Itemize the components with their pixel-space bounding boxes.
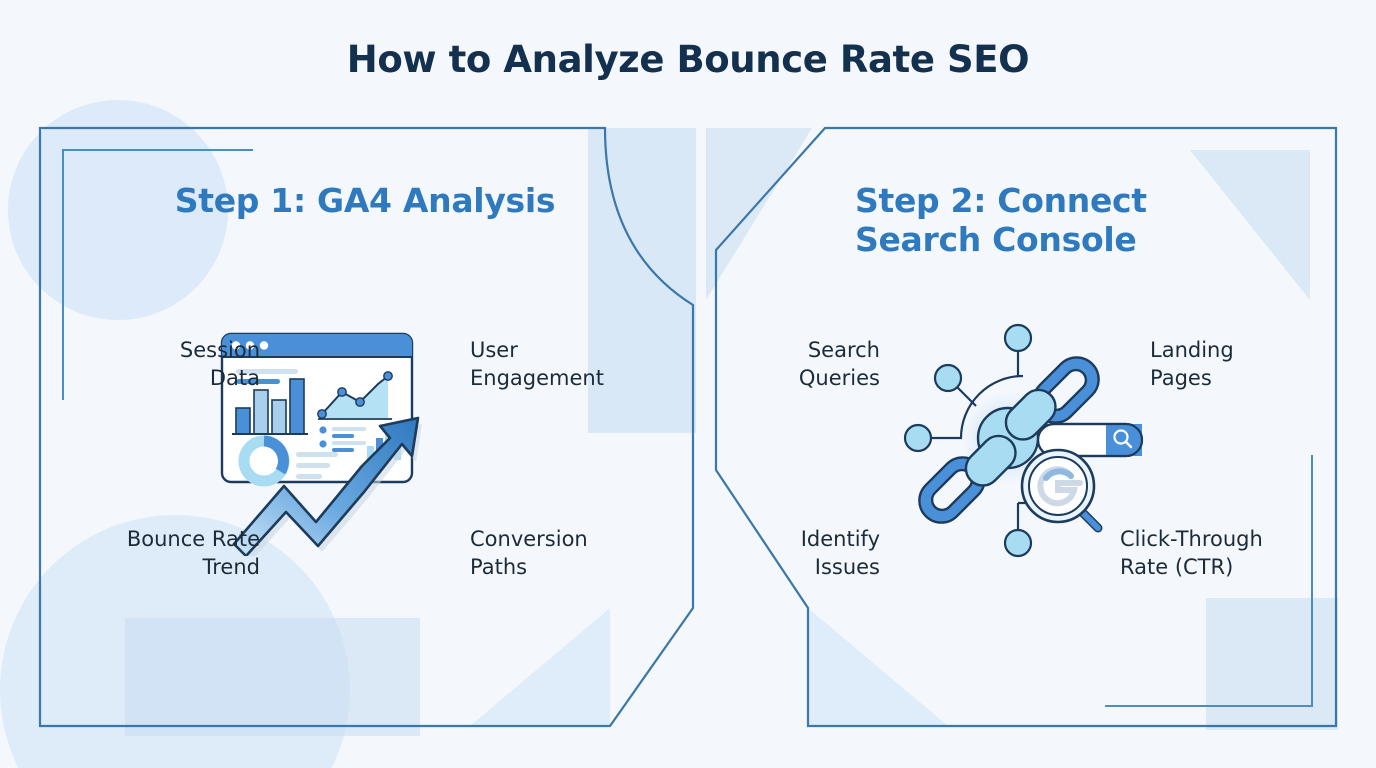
window-dot-3 xyxy=(259,341,269,350)
step-2-heading-line-2: Search Console xyxy=(855,219,1137,259)
growth-arrow-shadow xyxy=(238,424,422,556)
dashboard-text-lines xyxy=(236,369,298,384)
bar-chart-icon xyxy=(232,378,308,435)
search-bar-icon xyxy=(1036,422,1144,458)
network-node-bottom xyxy=(1003,528,1033,558)
step-2-heading-line-1: Step 2: Connect xyxy=(855,181,1147,220)
network-node-upper-left xyxy=(933,363,963,393)
magnifier-g-icon xyxy=(1020,448,1103,533)
search-bar-magnifier-icon xyxy=(1113,429,1129,445)
network-node-top xyxy=(1003,323,1033,353)
donut-legend-lines xyxy=(296,452,338,479)
growth-arrow-icon xyxy=(232,416,420,556)
chain-link-icon xyxy=(918,356,1100,524)
analytics-dashboard-growth-arrow-illustration xyxy=(220,332,422,556)
step-2-card-outline xyxy=(714,126,1338,728)
donut-chart-icon xyxy=(238,435,290,487)
window-dot-1 xyxy=(231,341,241,350)
google-g-glyph xyxy=(1037,466,1083,507)
step-1-heading: Step 1: GA4 Analysis xyxy=(174,181,556,220)
area-line-chart-icon xyxy=(317,371,393,420)
network-node-left xyxy=(903,423,933,453)
page-title: How to Analyze Bounce Rate SEO xyxy=(346,38,1030,81)
step-2-accent-corner xyxy=(1105,455,1313,707)
step-1-card-outline xyxy=(38,126,695,728)
step-1-accent-corner xyxy=(62,149,253,400)
search-console-link-network-illustration xyxy=(903,323,1144,558)
window-dot-2 xyxy=(245,341,255,350)
dashboard-legend-rows xyxy=(319,426,366,452)
